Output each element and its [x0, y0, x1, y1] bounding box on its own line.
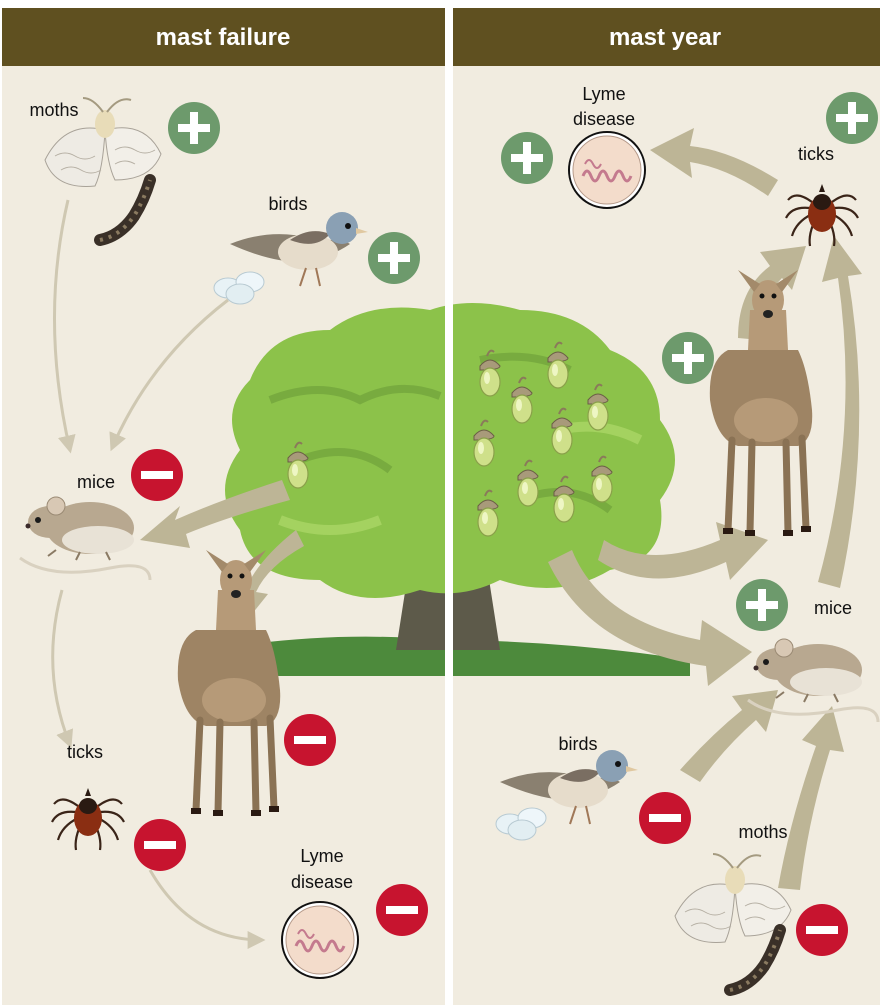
right-label-moths: moths — [738, 822, 787, 842]
plus-badge-lyme-right — [501, 132, 553, 184]
left-label-birds: birds — [268, 194, 307, 214]
left-label-lyme-line2: disease — [291, 872, 353, 892]
plus-badge-ticks-right — [826, 92, 878, 144]
right-label-lyme-line2: disease — [573, 109, 635, 129]
minus-badge-birds-right — [639, 792, 691, 844]
right-label-ticks: ticks — [798, 144, 834, 164]
minus-badge-mice-left — [131, 449, 183, 501]
left-label-ticks: ticks — [67, 742, 103, 762]
plus-badge-deer-right — [662, 332, 714, 384]
left-label-mice: mice — [77, 472, 115, 492]
plus-badge-birds-left — [368, 232, 420, 284]
left-label-lyme-line1: Lyme — [300, 846, 343, 866]
bacteria-petri-icon — [282, 902, 358, 978]
minus-badge-moths-right — [796, 904, 848, 956]
right-label-birds: birds — [558, 734, 597, 754]
bacteria-petri-icon — [569, 132, 645, 208]
right-label-mice: mice — [814, 598, 852, 618]
minus-badge-ticks-left — [134, 819, 186, 871]
left-label-moths: moths — [29, 100, 78, 120]
right-label-lyme-line1: Lyme — [582, 84, 625, 104]
minus-badge-lyme-left — [376, 884, 428, 936]
left-panel-title: mast failure — [156, 24, 291, 51]
minus-badge-deer-left — [284, 714, 336, 766]
plus-badge-moths-left — [168, 102, 220, 154]
panel-divider — [445, 0, 453, 1007]
right-panel-title: mast year — [609, 24, 721, 51]
plus-badge-mice-right — [736, 579, 788, 631]
